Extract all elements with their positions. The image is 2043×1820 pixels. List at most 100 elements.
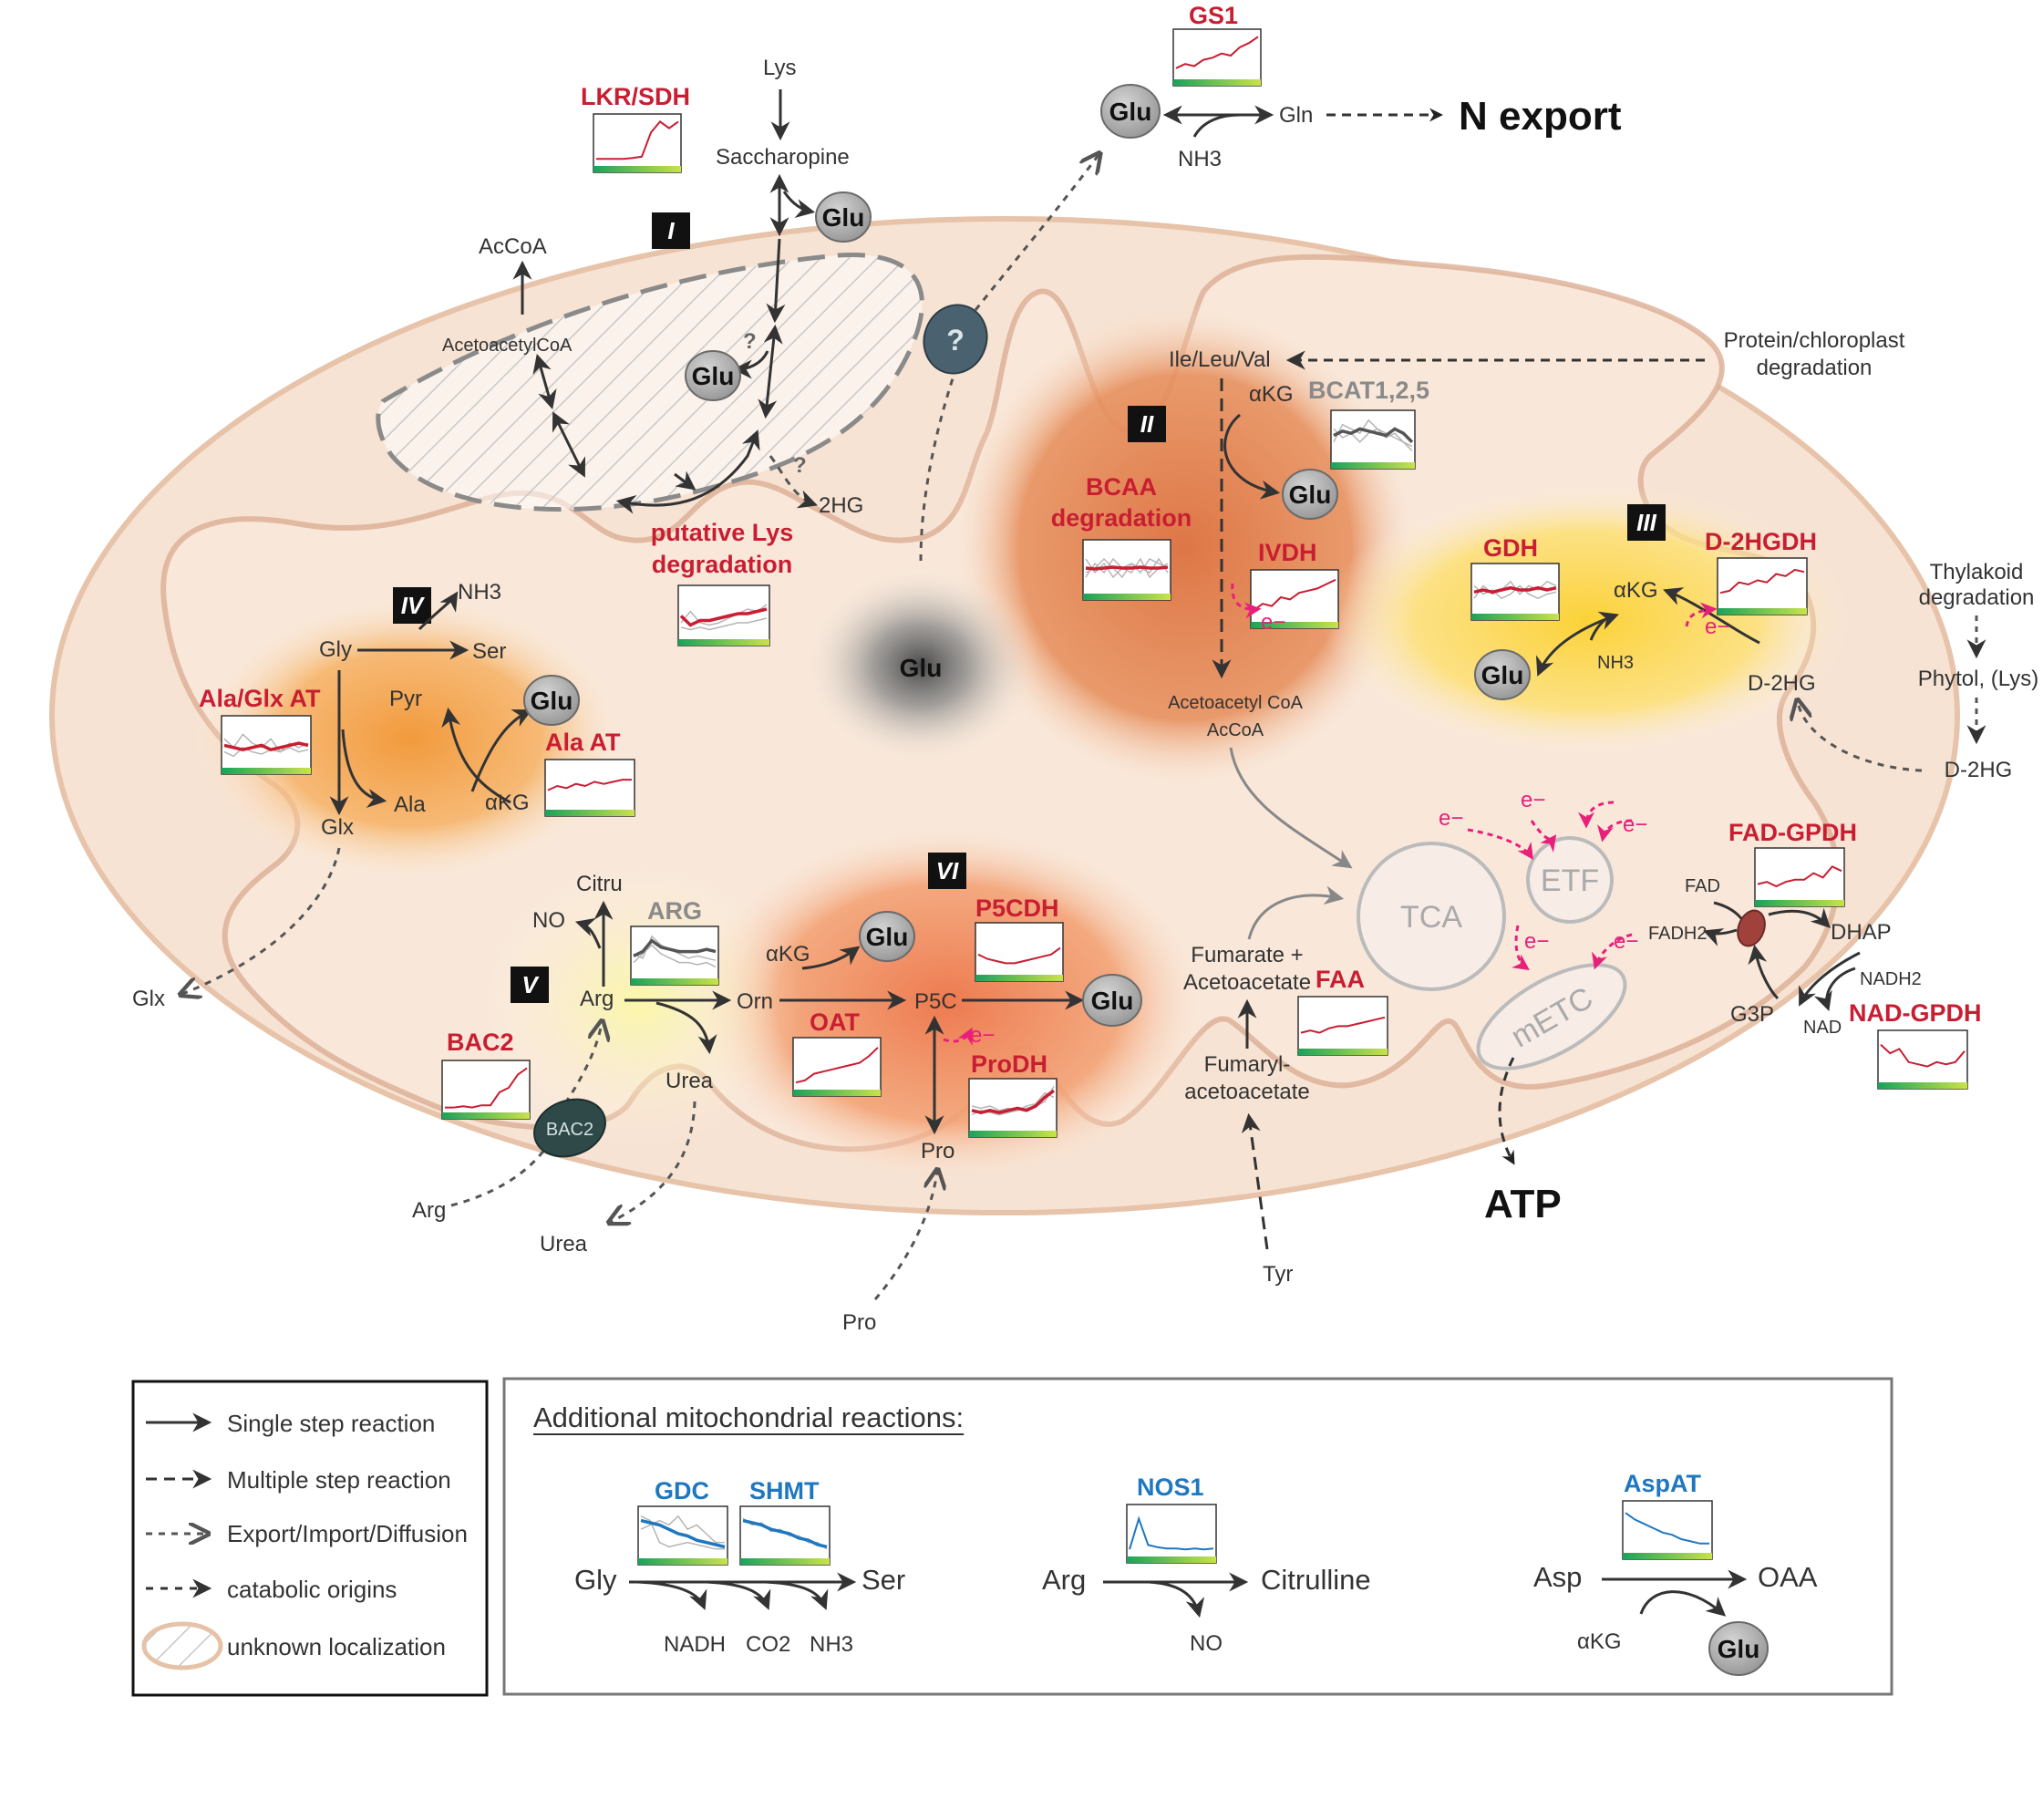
additional-reactions-title: Additional mitochondrial reactions:	[533, 1401, 964, 1433]
shmt-label: SHMT	[749, 1477, 820, 1505]
nadh-label-add: NADH	[664, 1632, 726, 1657]
ivdh-label: IVDH	[1258, 539, 1317, 566]
lys-degradation-title-1: putative Lys	[651, 519, 794, 546]
svg-text:TCA: TCA	[1400, 900, 1462, 935]
co2-label-add: CO2	[746, 1632, 790, 1657]
glu-node-bcaa: Glu	[1282, 469, 1338, 520]
fumaryl-label-2: acetoacetate	[1184, 1080, 1309, 1104]
acetoacetylcoa-label: AcetoacetylCoA	[442, 336, 573, 356]
svg-text:Glu: Glu	[1091, 987, 1134, 1015]
svg-text:?: ?	[743, 329, 757, 354]
aspat-sparkline	[1622, 1500, 1713, 1560]
roman-v-badge	[511, 967, 549, 1003]
ser-label-add: Ser	[862, 1564, 905, 1596]
unknown-localization-region	[376, 253, 924, 512]
electron-etc-1: e−	[1521, 788, 1545, 812]
svg-text:Glu: Glu	[692, 362, 735, 390]
etf-complex	[1526, 836, 1614, 924]
d2hg-label: D-2HG	[1748, 671, 1816, 696]
d2hgdh-sparkline	[1717, 557, 1808, 615]
fumarate-label-2: Acetoacetate	[1183, 970, 1311, 995]
asp-label: Asp	[1533, 1561, 1582, 1593]
oaa-label: OAA	[1758, 1561, 1818, 1593]
arg-ext-label: Arg	[412, 1198, 446, 1223]
shmt-sparkline	[739, 1505, 831, 1566]
electron-pro: e−	[970, 1023, 995, 1048]
ala-at-sparkline	[544, 759, 635, 817]
nos1-sparkline	[1126, 1504, 1217, 1564]
legend-unknown-localization-swatch	[141, 1621, 223, 1670]
protein-degradation-1: Protein/chloroplast	[1724, 328, 1905, 353]
p5cdh-sparkline	[975, 922, 1064, 982]
pro-ext-label: Pro	[842, 1310, 876, 1335]
acetoacetyl-coa-label: Acetoacetyl CoA	[1168, 693, 1304, 713]
ala-glx-at-sparkline	[221, 715, 312, 775]
glu-node-pro-1: Glu	[859, 911, 915, 962]
center-glu-label: Glu	[900, 654, 943, 682]
tyr-label: Tyr	[1263, 1262, 1293, 1287]
roman-vi-badge	[928, 853, 966, 889]
glu-node-export: Glu	[1100, 84, 1161, 139]
glu-node-gly: Glu	[523, 675, 580, 726]
glx-label: Glx	[321, 815, 354, 840]
nh3-label-d2hg: NH3	[1597, 653, 1634, 673]
legend-unknown-localization: unknown localization	[227, 1633, 446, 1660]
akg-label-gly: αKG	[485, 791, 530, 815]
aspat-label: AspAT	[1624, 1470, 1702, 1497]
tca-cycle	[1357, 842, 1506, 991]
region-ii-glow	[948, 301, 1422, 793]
lkr-sdh-label: LKR/SDH	[581, 83, 690, 110]
citru-label: Citru	[576, 872, 623, 896]
lkr-sdh-sparkline	[593, 113, 682, 173]
arg-label-add: Arg	[1042, 1564, 1086, 1596]
fad-gpdh-label: FAD-GPDH	[1728, 819, 1857, 846]
thylakoid-label-1: Thylakoid	[1930, 560, 2024, 584]
fad-label: FAD	[1685, 876, 1720, 896]
g3p-label: G3P	[1730, 1002, 1774, 1027]
center-glu-glow	[802, 565, 1039, 766]
svg-text:Glu: Glu	[822, 203, 865, 232]
svg-text:Glu: Glu	[1109, 98, 1152, 126]
fad-gpdh-sparkline	[1754, 847, 1845, 907]
glx-export-label: Glx	[132, 987, 165, 1011]
lys-label: Lys	[763, 56, 796, 80]
gdc-sparkline	[637, 1505, 728, 1566]
arg-enzyme-label: ARG	[647, 897, 702, 925]
gdc-label: GDC	[655, 1477, 709, 1505]
electron-etc-4: e−	[1524, 929, 1549, 954]
phytol-label: Phytol, (Lys)	[1918, 667, 2038, 691]
faa-sparkline	[1297, 996, 1388, 1056]
bcat-sparkline	[1330, 409, 1416, 470]
orn-label: Orn	[737, 989, 773, 1014]
gs1-sparkline	[1172, 28, 1262, 87]
prodh-label: ProDH	[971, 1050, 1047, 1078]
legend-multiple-step: Multiple step reaction	[227, 1466, 451, 1494]
oat-sparkline	[792, 1037, 882, 1097]
bac2-label: BAC2	[447, 1029, 514, 1056]
svg-text:Glu: Glu	[1718, 1635, 1760, 1663]
n-export-label: N export	[1459, 94, 1622, 139]
electron-etc-5: e−	[1614, 929, 1638, 954]
svg-text:V: V	[521, 971, 540, 998]
ivdh-sparkline	[1250, 569, 1339, 629]
svg-text:VI: VI	[936, 857, 959, 884]
ile-leu-val-label: Ile/Leu/Val	[1169, 347, 1271, 372]
electron-etc-3: e−	[1623, 812, 1647, 837]
fumarate-label-1: Fumarate +	[1191, 943, 1303, 967]
nh3-label-add: NH3	[810, 1632, 853, 1657]
protein-degradation-2: degradation	[1757, 356, 1873, 380]
gs1-label: GS1	[1189, 2, 1238, 29]
accoa-label-1: AcCoA	[479, 234, 547, 259]
fadh2-label: FADH2	[1648, 924, 1707, 944]
bcaa-title-2: degradation	[1051, 504, 1192, 532]
lys-degradation-sparkline	[677, 584, 770, 646]
pyr-label: Pyr	[389, 687, 422, 711]
faa-label: FAA	[1316, 966, 1365, 993]
unknown-transporter: ?	[923, 304, 988, 375]
gly-label: Gly	[319, 637, 352, 662]
bac2-transporter: BAC2	[533, 1098, 606, 1158]
fad-gpdh-protein	[1737, 909, 1766, 947]
region-iii-glow	[1322, 483, 1851, 757]
